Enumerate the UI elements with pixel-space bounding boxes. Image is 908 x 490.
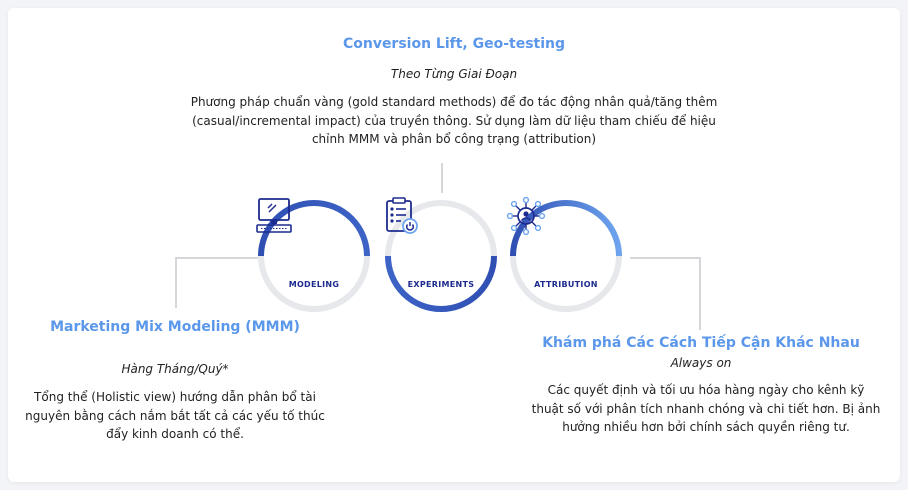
attribution-title: Khám phá Các Cách Tiếp Cận Khác Nhau xyxy=(542,335,860,351)
attribution-cadence: Always on xyxy=(670,356,732,370)
mmm-description: Tổng thể (Holistic view) hướng dẫn phân … xyxy=(25,390,325,441)
node-modeling: MODELING xyxy=(254,196,374,316)
attribution-description: Các quyết định và tối ưu hóa hàng ngày c… xyxy=(531,383,881,434)
node-attribution-label: ATTRIBUTION xyxy=(534,280,598,289)
node-attribution: ATTRIBUTION xyxy=(506,196,626,316)
mmm-title: Marketing Mix Modeling (MMM) xyxy=(50,319,300,335)
experiments-cadence: Theo Từng Giai Đoạn xyxy=(390,67,518,81)
node-experiments: EXPERIMENTS xyxy=(381,196,501,316)
node-experiments-label: EXPERIMENTS xyxy=(407,280,475,289)
network-user-icon xyxy=(506,196,546,236)
experiments-description: Phương pháp chuẩn vàng (gold standard me… xyxy=(190,95,718,146)
node-modeling-label: MODELING xyxy=(288,280,340,289)
computer-icon xyxy=(256,198,292,233)
experiments-title: Conversion Lift, Geo-testing xyxy=(342,36,566,52)
clipboard-checklist-icon xyxy=(386,197,418,234)
mmm-cadence: Hàng Tháng/Quý* xyxy=(121,362,229,376)
